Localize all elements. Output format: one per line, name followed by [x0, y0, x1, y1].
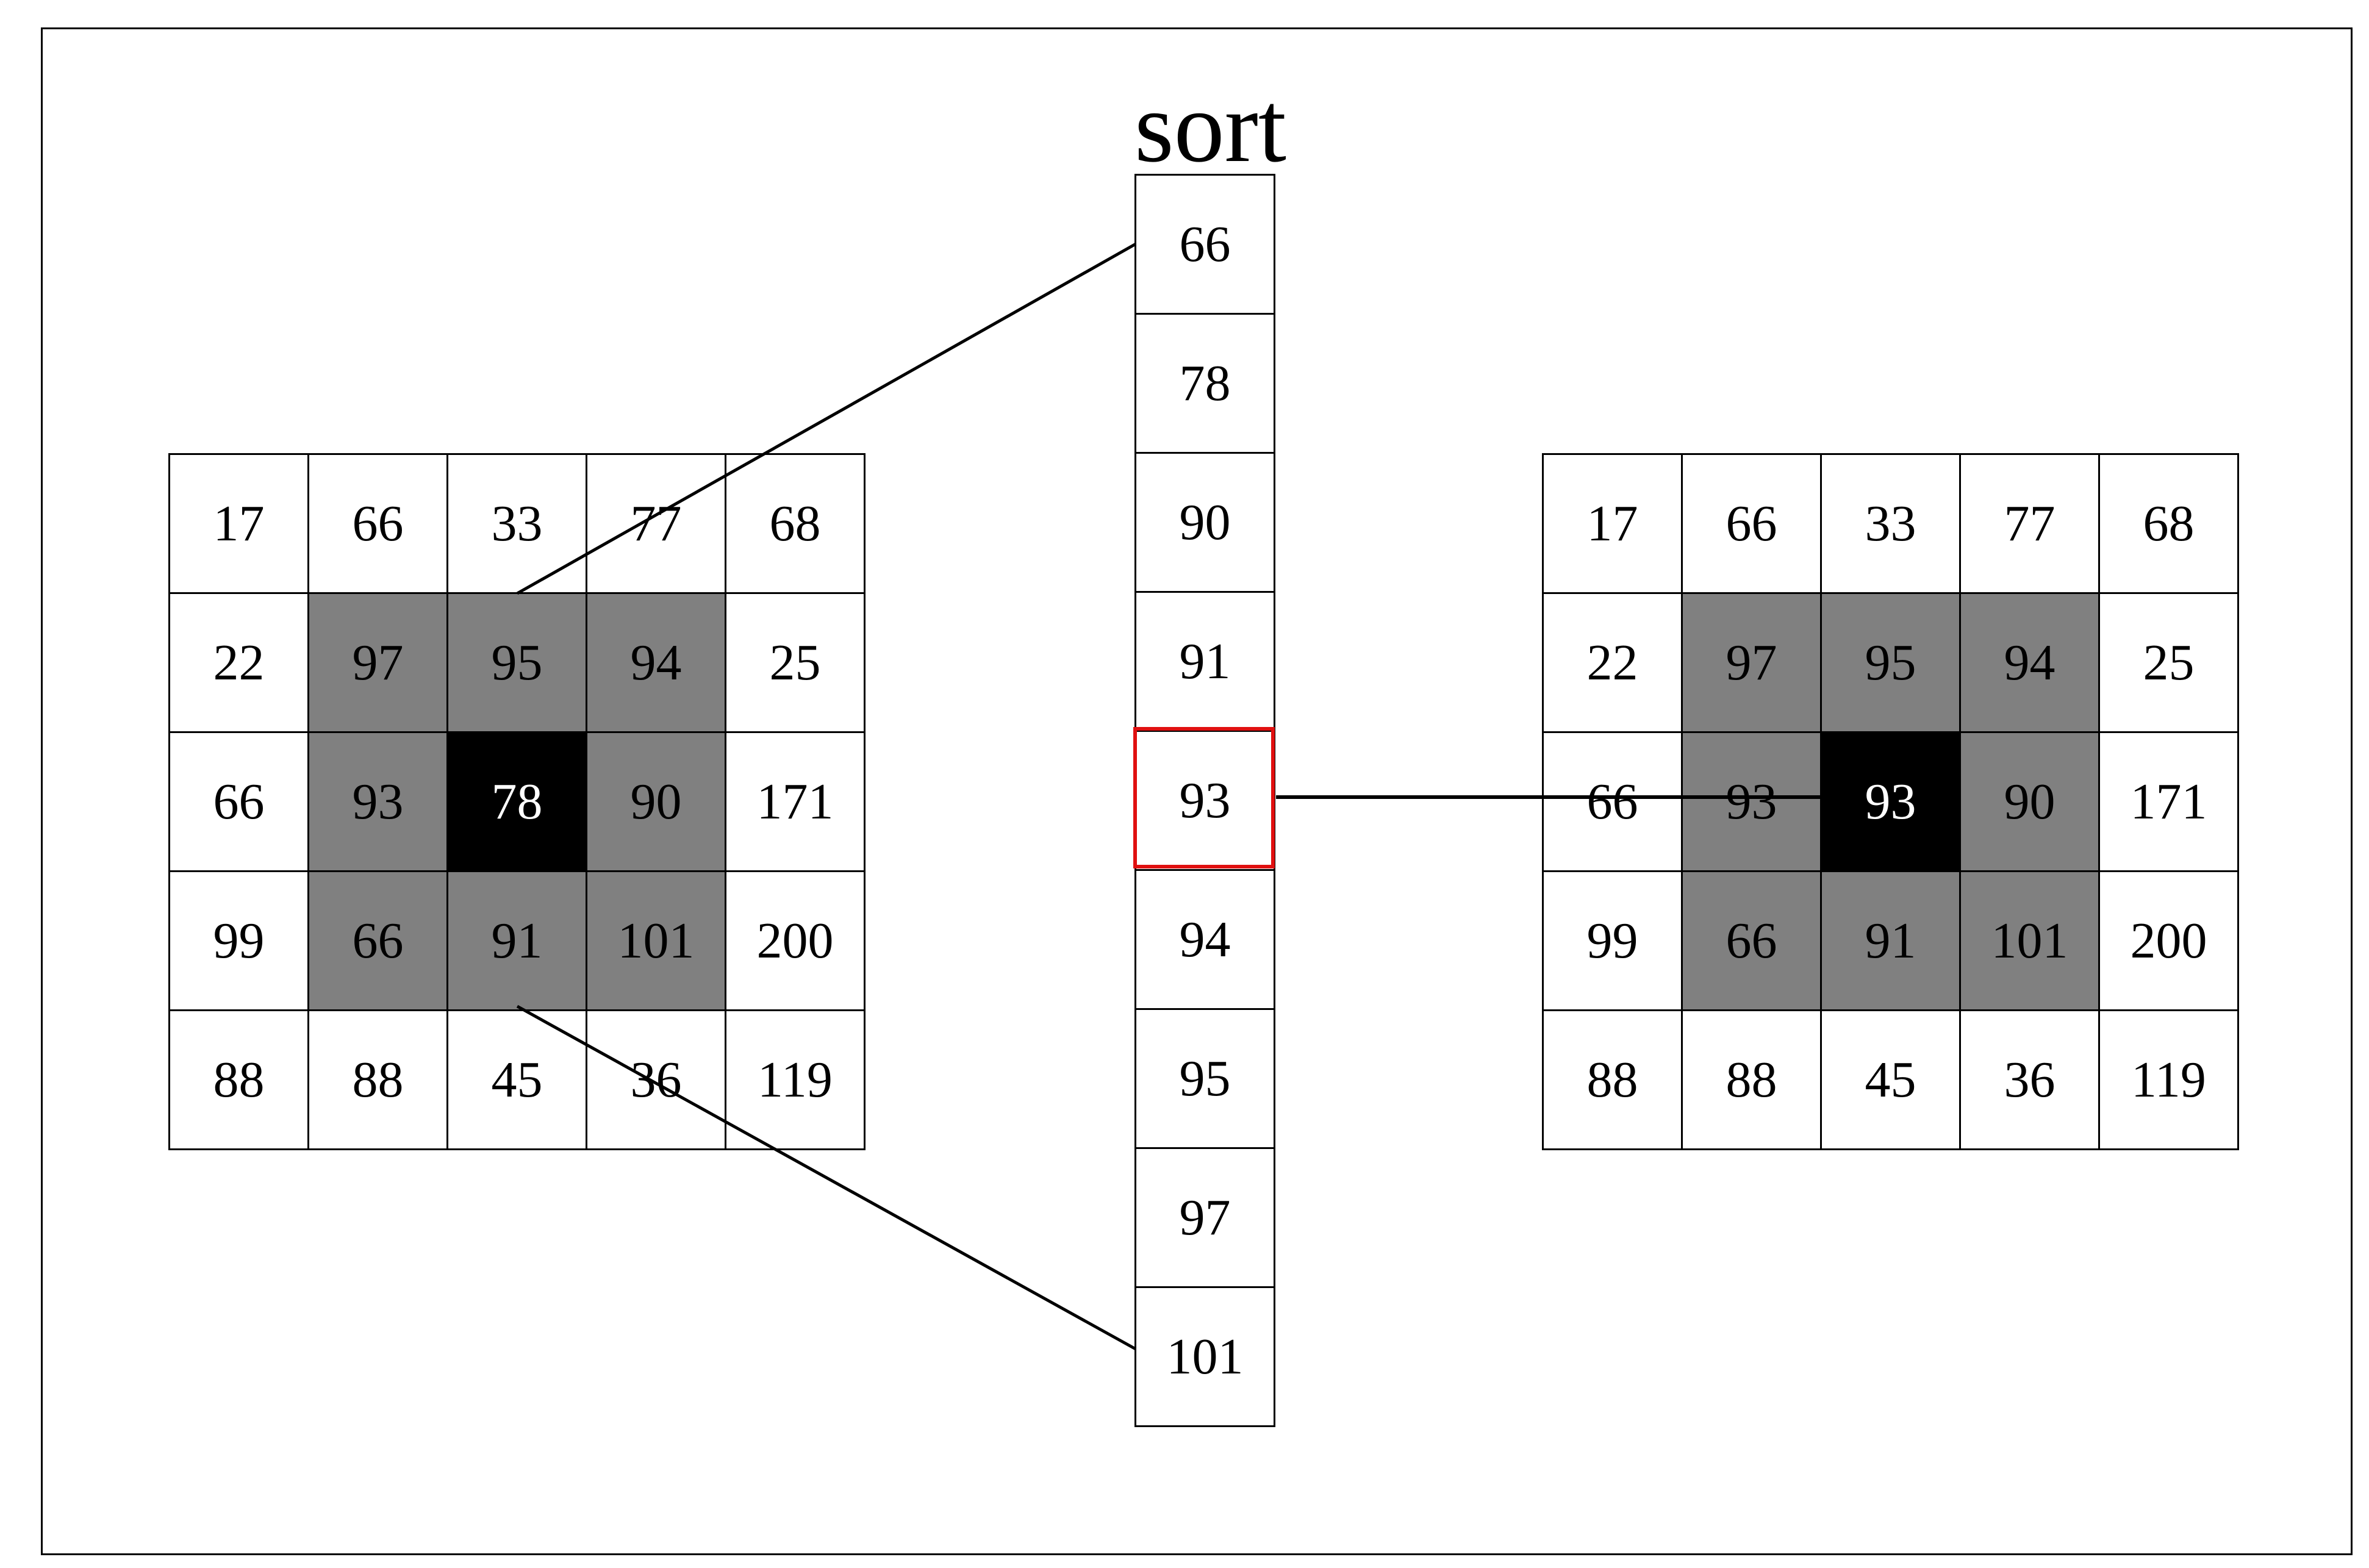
input-cell: 200 [726, 872, 866, 1011]
input-center-cell: 78 [448, 733, 587, 872]
input-cell: 171 [726, 733, 866, 872]
sort-title: sort [1134, 71, 1286, 183]
output-cell: 68 [2100, 455, 2239, 594]
output-cell: 99 [1544, 872, 1683, 1011]
input-cell: 68 [726, 455, 866, 594]
input-cell: 66 [309, 455, 448, 594]
sorted-value-cell: 95 [1136, 1010, 1275, 1149]
output-window-cell: 91 [1822, 872, 1961, 1011]
output-cell: 171 [2100, 733, 2239, 872]
output-cell: 119 [2100, 1011, 2239, 1150]
sorted-value-cell: 97 [1136, 1149, 1275, 1288]
output-cell: 66 [1544, 733, 1683, 872]
sorted-value-cell: 78 [1136, 315, 1275, 454]
output-window-cell: 97 [1683, 594, 1822, 733]
input-cell: 33 [448, 455, 587, 594]
sorted-median-cell: 93 [1136, 732, 1275, 871]
output-cell: 88 [1683, 1011, 1822, 1150]
output-cell: 17 [1544, 455, 1683, 594]
input-cell: 36 [587, 1011, 726, 1150]
output-window-cell: 101 [1961, 872, 2100, 1011]
input-cell: 88 [170, 1011, 309, 1150]
output-cell: 88 [1544, 1011, 1683, 1150]
input-cell: 25 [726, 594, 866, 733]
output-window-cell: 95 [1822, 594, 1961, 733]
diagram-frame [41, 27, 2353, 1555]
input-window-cell: 94 [587, 594, 726, 733]
input-cell: 66 [170, 733, 309, 872]
output-window-cell: 94 [1961, 594, 2100, 733]
output-cell: 33 [1822, 455, 1961, 594]
sorted-value-cell: 90 [1136, 454, 1275, 593]
input-window-cell: 90 [587, 733, 726, 872]
input-window-cell: 101 [587, 872, 726, 1011]
input-cell: 88 [309, 1011, 448, 1150]
output-center-cell: 93 [1822, 733, 1961, 872]
sorted-value-cell: 66 [1136, 176, 1275, 315]
input-window-cell: 93 [309, 733, 448, 872]
input-window-cell: 66 [309, 872, 448, 1011]
output-window-cell: 66 [1683, 872, 1822, 1011]
output-cell: 36 [1961, 1011, 2100, 1150]
input-cell: 99 [170, 872, 309, 1011]
sorted-value-cell: 91 [1136, 593, 1275, 732]
output-window-cell: 90 [1961, 733, 2100, 872]
input-cell: 45 [448, 1011, 587, 1150]
output-window-cell: 93 [1683, 733, 1822, 872]
input-cell: 22 [170, 594, 309, 733]
output-cell: 77 [1961, 455, 2100, 594]
input-window-cell: 95 [448, 594, 587, 733]
output-cell: 200 [2100, 872, 2239, 1011]
input-cell: 77 [587, 455, 726, 594]
input-window-cell: 97 [309, 594, 448, 733]
sorted-value-cell: 101 [1136, 1288, 1275, 1427]
input-cell: 119 [726, 1011, 866, 1150]
input-window-cell: 91 [448, 872, 587, 1011]
output-cell: 45 [1822, 1011, 1961, 1150]
output-cell: 22 [1544, 594, 1683, 733]
input-cell: 17 [170, 455, 309, 594]
output-cell: 25 [2100, 594, 2239, 733]
sorted-value-cell: 94 [1136, 871, 1275, 1010]
output-cell: 66 [1683, 455, 1822, 594]
